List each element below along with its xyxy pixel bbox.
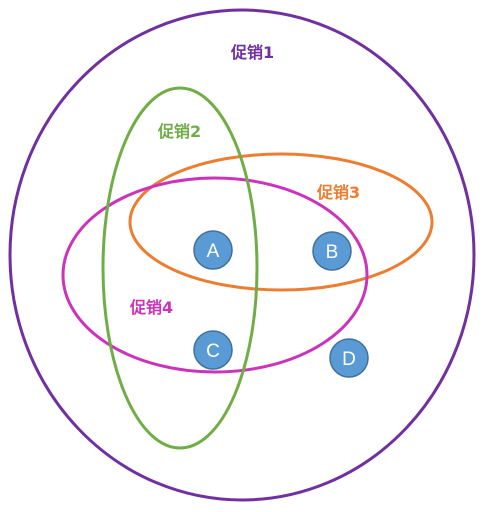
- node-c-label: C: [206, 341, 220, 362]
- node-d-circle: [329, 338, 369, 378]
- promo1-label: 促销1: [230, 43, 274, 62]
- node-c-circle: [193, 330, 233, 370]
- node-b-circle: [312, 231, 352, 271]
- node-a-label: A: [207, 241, 220, 262]
- promo4-label: 促销4: [129, 298, 173, 317]
- promo2-ellipse: [101, 86, 259, 450]
- node-d-label: D: [342, 349, 356, 370]
- node-a: A: [193, 230, 233, 270]
- node-c: C: [193, 330, 233, 370]
- node-b: B: [312, 231, 352, 271]
- promo1-ellipse: [8, 8, 476, 502]
- node-b-label: B: [326, 242, 339, 263]
- node-a-circle: [193, 230, 233, 270]
- promo2-label: 促销2: [157, 122, 201, 141]
- promo4-ellipse: [61, 176, 369, 374]
- promo3-label: 促销3: [316, 183, 360, 202]
- promo3-ellipse: [128, 152, 434, 292]
- node-d: D: [329, 338, 369, 378]
